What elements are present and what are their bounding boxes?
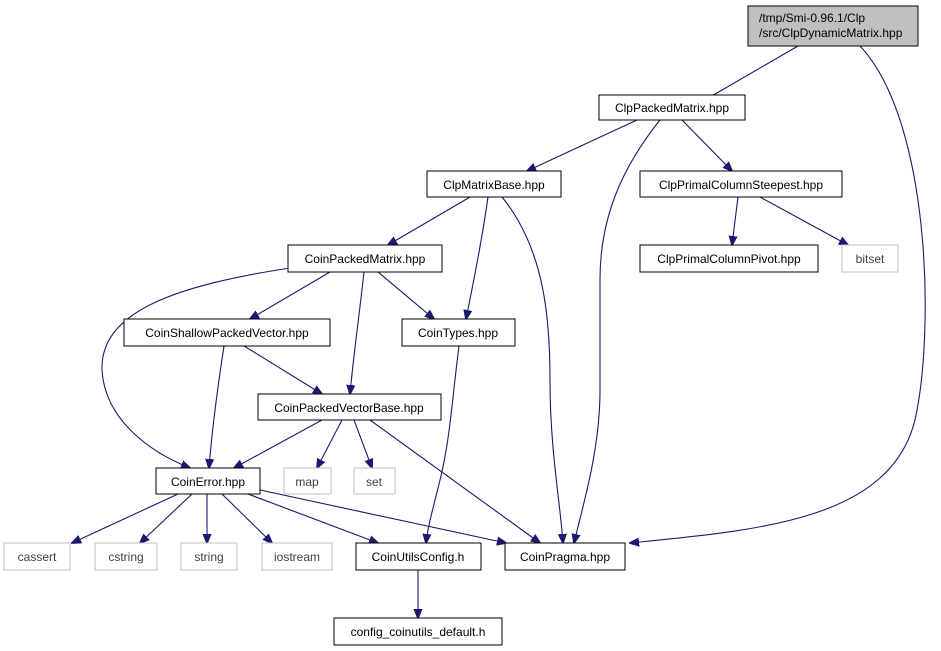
edge-coin-packed-vector-base-to-coin-pragma <box>369 419 540 543</box>
node-cassert-label: cassert <box>18 550 57 564</box>
edge-clp-primal-column-steepest-to-clp-primal-column-pivot <box>732 196 739 245</box>
node-coin-packed-matrix-label: CoinPackedMatrix.hpp <box>305 252 426 266</box>
node-bitset: bitset <box>841 244 899 273</box>
edge-coin-shallow-packed-vector-to-coin-error <box>209 345 225 468</box>
node-bitset-label: bitset <box>856 252 885 266</box>
node-coin-utils-config[interactable]: CoinUtilsConfig.h <box>355 542 482 571</box>
node-map: map <box>283 467 332 495</box>
node-coin-packed-matrix[interactable]: CoinPackedMatrix.hpp <box>287 244 443 273</box>
node-string-label: string <box>194 550 223 564</box>
edge-coin-packed-matrix-to-coin-types <box>377 271 434 319</box>
node-coin-types-label: CoinTypes.hpp <box>418 326 498 340</box>
node-clp-primal-column-steepest-label: ClpPrimalColumnSteepest.hpp <box>659 178 823 192</box>
node-clp-packed-matrix-label: ClpPackedMatrix.hpp <box>615 101 729 115</box>
edge-clp-matrix-base-to-coin-pragma <box>501 196 563 543</box>
edge-coin-packed-vector-base-to-coin-error <box>234 419 323 468</box>
edge-coin-packed-matrix-to-coin-shallow-packed-vector <box>250 271 331 319</box>
edge-root-to-clp-packed-matrix <box>698 45 799 104</box>
edge-clp-packed-matrix-to-coin-pragma <box>574 119 661 543</box>
edge-coin-packed-matrix-to-coin-error <box>101 267 291 468</box>
node-coin-utils-config-label: CoinUtilsConfig.h <box>372 550 465 564</box>
node-clp-primal-column-pivot[interactable]: ClpPrimalColumnPivot.hpp <box>639 244 819 273</box>
node-root-clp-dynamic-matrix: /tmp/Smi-0.96.1/Clp /src/ClpDynamicMatri… <box>747 5 919 47</box>
node-cstring-label: cstring <box>108 550 143 564</box>
node-coin-shallow-packed-vector-label: CoinShallowPackedVector.hpp <box>145 326 309 340</box>
node-cstring: cstring <box>94 542 158 571</box>
edge-coin-error-to-coin-utils-config <box>247 493 378 543</box>
edge-coin-shallow-packed-vector-to-coin-packed-vector-base <box>243 345 322 394</box>
node-set-label: set <box>366 475 383 489</box>
edge-coin-packed-matrix-to-coin-packed-vector-base <box>350 271 365 394</box>
node-root-line-2: /src/ClpDynamicMatrix.hpp <box>759 26 903 40</box>
node-coin-error-label: CoinError.hpp <box>171 475 245 489</box>
node-clp-primal-column-pivot-label: ClpPrimalColumnPivot.hpp <box>657 252 801 266</box>
node-coin-types[interactable]: CoinTypes.hpp <box>401 318 516 347</box>
edge-clp-matrix-base-to-coin-packed-matrix <box>388 196 471 245</box>
node-coin-pragma[interactable]: CoinPragma.hpp <box>504 542 626 571</box>
node-string: string <box>180 542 238 571</box>
edge-coin-error-to-cassert <box>72 493 179 543</box>
node-cassert: cassert <box>3 542 71 571</box>
node-coin-error[interactable]: CoinError.hpp <box>155 467 261 495</box>
node-clp-matrix-base[interactable]: ClpMatrixBase.hpp <box>426 170 562 198</box>
node-clp-matrix-base-label: ClpMatrixBase.hpp <box>443 178 545 192</box>
node-iostream-label: iostream <box>274 550 320 564</box>
edge-clp-primal-column-steepest-to-bitset <box>759 196 848 245</box>
node-set: set <box>353 467 396 495</box>
edge-clp-matrix-base-to-coin-types <box>466 196 489 319</box>
edge-coin-types-to-coin-utils-config <box>426 345 460 543</box>
edge-clp-packed-matrix-to-clp-matrix-base <box>527 119 638 171</box>
node-coin-packed-vector-base[interactable]: CoinPackedVectorBase.hpp <box>257 393 442 421</box>
node-coin-packed-vector-base-label: CoinPackedVectorBase.hpp <box>274 401 424 415</box>
edge-coin-packed-vector-base-to-map <box>317 419 343 468</box>
edge-coin-error-to-coin-pragma <box>259 489 506 543</box>
node-config-coinutils-default-label: config_coinutils_default.h <box>351 625 486 639</box>
edge-coin-packed-vector-base-to-set <box>353 419 372 468</box>
node-clp-packed-matrix[interactable]: ClpPackedMatrix.hpp <box>598 94 746 121</box>
node-config-coinutils-default[interactable]: config_coinutils_default.h <box>333 617 503 646</box>
node-map-label: map <box>295 475 319 489</box>
node-coin-pragma-label: CoinPragma.hpp <box>520 550 610 564</box>
node-coin-shallow-packed-vector[interactable]: CoinShallowPackedVector.hpp <box>123 318 331 347</box>
edge-clp-packed-matrix-to-clp-primal-column-steepest <box>681 119 732 171</box>
edge-coin-error-to-cstring <box>140 493 193 543</box>
edge-coin-error-to-iostream <box>221 493 272 543</box>
node-root-line-1: /tmp/Smi-0.96.1/Clp <box>759 11 865 25</box>
node-clp-primal-column-steepest[interactable]: ClpPrimalColumnSteepest.hpp <box>639 170 843 198</box>
node-iostream: iostream <box>261 542 333 571</box>
edge-root-to-coin-pragma <box>630 45 926 543</box>
